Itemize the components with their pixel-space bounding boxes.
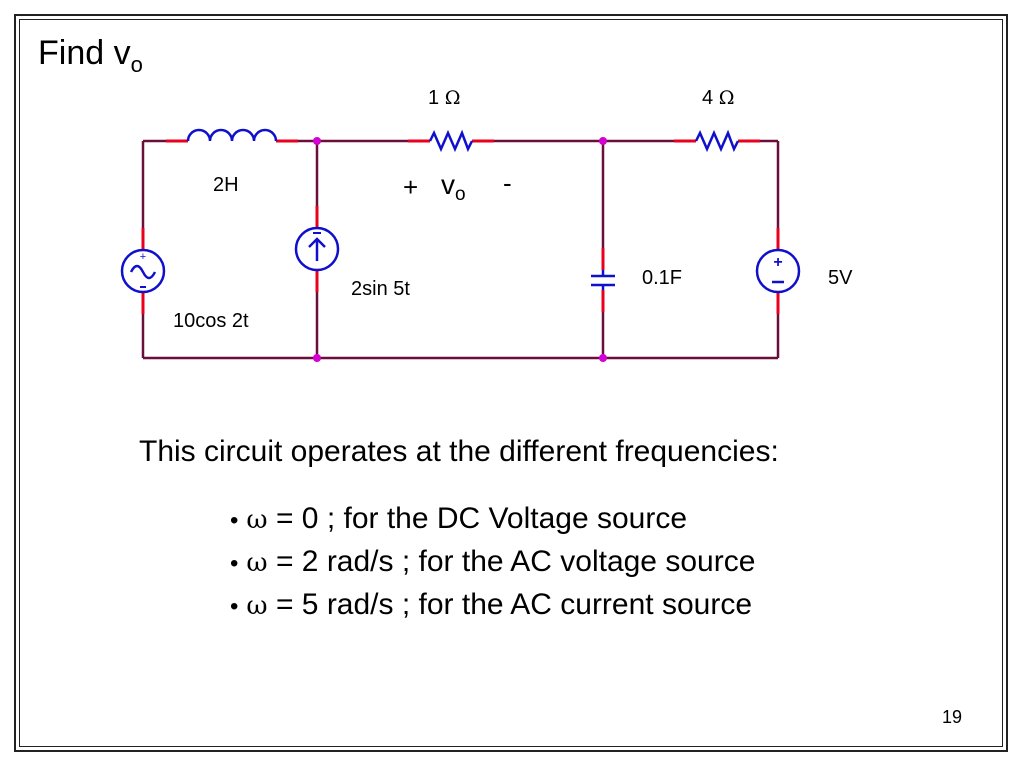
capacitor-label: 0.1F — [642, 267, 683, 289]
resistor-1-symbol — [428, 129, 474, 153]
resistor-1-label: 1 Ω — [428, 87, 461, 109]
frequency-list: •ω = 0 ; for the DC Voltage source •ω = … — [230, 498, 755, 627]
ac-voltage-source-icon: + — [120, 248, 166, 294]
bullet-icon: • — [230, 593, 239, 620]
resistor-4-symbol — [694, 129, 740, 153]
vo-label: vo — [441, 169, 466, 205]
page-number: 19 — [942, 707, 963, 727]
inductor-symbol — [186, 128, 278, 142]
inductor-label: 2H — [213, 174, 239, 196]
vo-minus-sign: - — [503, 168, 512, 198]
current-source-label: 2sin 5t — [351, 278, 410, 300]
current-source-icon — [294, 226, 340, 272]
resistor-4-label: 4 Ω — [702, 87, 735, 109]
circuit-nodes — [313, 137, 607, 362]
svg-text:+: + — [140, 251, 146, 263]
circuit-diagram: + + — [120, 128, 801, 362]
vo-plus-sign: + — [403, 172, 419, 202]
dc-voltage-source-icon: + — [755, 248, 801, 294]
ac-source-label: 10cos 2t — [173, 310, 249, 332]
slide-border-inner — [19, 19, 1003, 747]
capacitor-symbol — [591, 270, 615, 290]
list-item: •ω = 5 rad/s ; for the AC current source — [230, 588, 753, 621]
slide-title: Find vo — [38, 34, 143, 77]
terminal-stubs — [141, 139, 780, 314]
bullet-icon: • — [230, 550, 239, 577]
list-item: •ω = 0 ; for the DC Voltage source — [230, 502, 688, 535]
bullet-icon: • — [230, 507, 239, 534]
slide-border-outer — [14, 14, 1008, 752]
svg-text:+: + — [773, 254, 782, 271]
intro-text: This circuit operates at the different f… — [139, 435, 779, 468]
list-item: •ω = 2 rad/s ; for the AC voltage source — [230, 545, 756, 578]
dc-source-label: 5V — [828, 267, 853, 289]
